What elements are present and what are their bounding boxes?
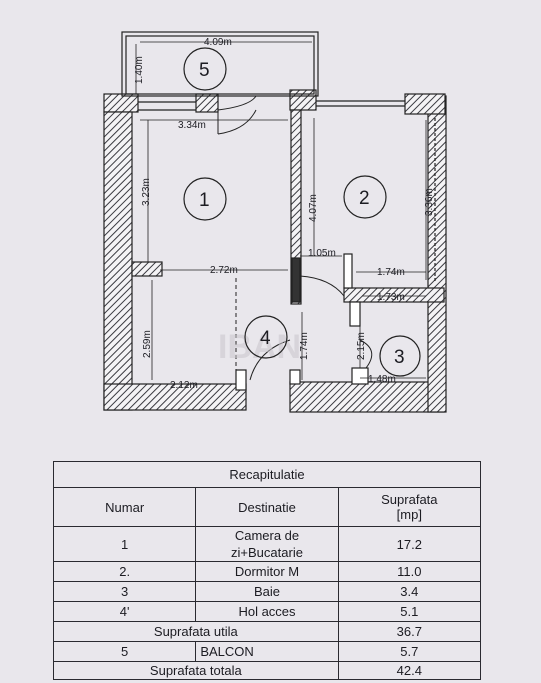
dim-room2-side: 3.36m <box>424 188 435 216</box>
doors <box>217 95 373 381</box>
room-2-label: 2 <box>359 188 370 209</box>
exterior-walls <box>103 89 447 413</box>
balcon-num: 5 <box>52 641 197 662</box>
room-markers <box>183 47 421 377</box>
balcony-outline <box>121 31 319 97</box>
balcon-destinatie: BALCON <box>195 641 339 662</box>
room-1-label: 1 <box>199 190 210 211</box>
dim-room2-bottom: 1.74m <box>377 267 405 278</box>
dim-room1-height: 3.23m <box>141 178 152 206</box>
dim-hall-mid-height: 1.74m <box>299 332 310 360</box>
room-4-label: 4 <box>260 328 271 349</box>
row-num: 2. <box>52 561 197 582</box>
dim-hall-lower-height: 2.59m <box>142 330 153 358</box>
dim-room2-height: 4.07m <box>308 194 319 222</box>
recapitulatie-table: Recapitulatie Numar Destinatie Suprafata… <box>52 461 482 680</box>
suprafata-totala-row: Suprafata totala 42.4 <box>53 661 482 680</box>
row-num: 4' <box>52 601 197 622</box>
row-destinatie: Hol acces <box>195 601 339 622</box>
dimension-labels: 4.09m 1.40m 3.34m 3.23m 4.07m 3.36m 2.72… <box>134 37 435 391</box>
header-numar: Numar <box>52 487 197 527</box>
dim-hall-top: 2.72m <box>210 265 238 276</box>
table-row: 3 Baie 3.4 <box>52 581 482 602</box>
row-destinatie: Camera de zi+Bucatarie <box>195 526 339 562</box>
room-5-label: 5 <box>199 60 210 81</box>
dim-balcony-depth: 1.40m <box>134 56 145 84</box>
dim-hall-gap: 1.05m <box>308 248 336 259</box>
row-num: 3 <box>52 581 197 602</box>
suprafata-utila-row: Suprafata utila 36.7 <box>53 621 482 642</box>
dim-room1-width: 3.34m <box>178 120 206 131</box>
dim-bath-top: 1.73m <box>377 292 405 303</box>
table-row: 1 Camera de zi+Bucatarie 17.2 <box>52 526 482 562</box>
row-area: 3.4 <box>337 581 482 602</box>
table-header-row: Numar Destinatie Suprafata[mp] <box>52 487 482 527</box>
row-destinatie: Dormitor M <box>195 561 339 582</box>
header-suprafata: Suprafata[mp] <box>337 487 482 527</box>
balcon-row: 5 BALCON 5.7 <box>52 641 482 662</box>
suprafata-utila-label: Suprafata utila <box>53 621 339 642</box>
dimension-lines <box>110 41 427 385</box>
suprafata-totala-value: 42.4 <box>337 661 482 680</box>
dim-bath-bottom: 1.48m <box>368 374 396 385</box>
dim-balcony-width: 4.09m <box>204 37 232 48</box>
balcon-area: 5.7 <box>337 641 482 662</box>
dim-bath-height: 2.15m <box>356 332 367 360</box>
suprafata-utila-value: 36.7 <box>337 621 482 642</box>
dim-hall-bottom: 2.12m <box>170 380 198 391</box>
room-3-label: 3 <box>394 347 405 368</box>
table-title: Recapitulatie <box>53 461 481 488</box>
floor-plan: IBAN 4.09m 1.40m 3.34m 3.23m 4.07m 3.36m… <box>103 31 447 413</box>
suprafata-totala-label: Suprafata totala <box>53 661 339 680</box>
row-area: 5.1 <box>337 601 482 622</box>
row-destinatie: Baie <box>195 581 339 602</box>
table-row: 4' Hol acces 5.1 <box>52 601 482 622</box>
header-suprafata-unit: [mp] <box>396 507 422 522</box>
table-row: 2. Dormitor M 11.0 <box>52 561 482 582</box>
row-num: 1 <box>52 526 197 562</box>
header-suprafata-label: Suprafata <box>381 492 438 507</box>
header-destinatie: Destinatie <box>195 487 339 527</box>
row-area: 11.0 <box>337 561 482 582</box>
row-area: 17.2 <box>337 526 482 562</box>
